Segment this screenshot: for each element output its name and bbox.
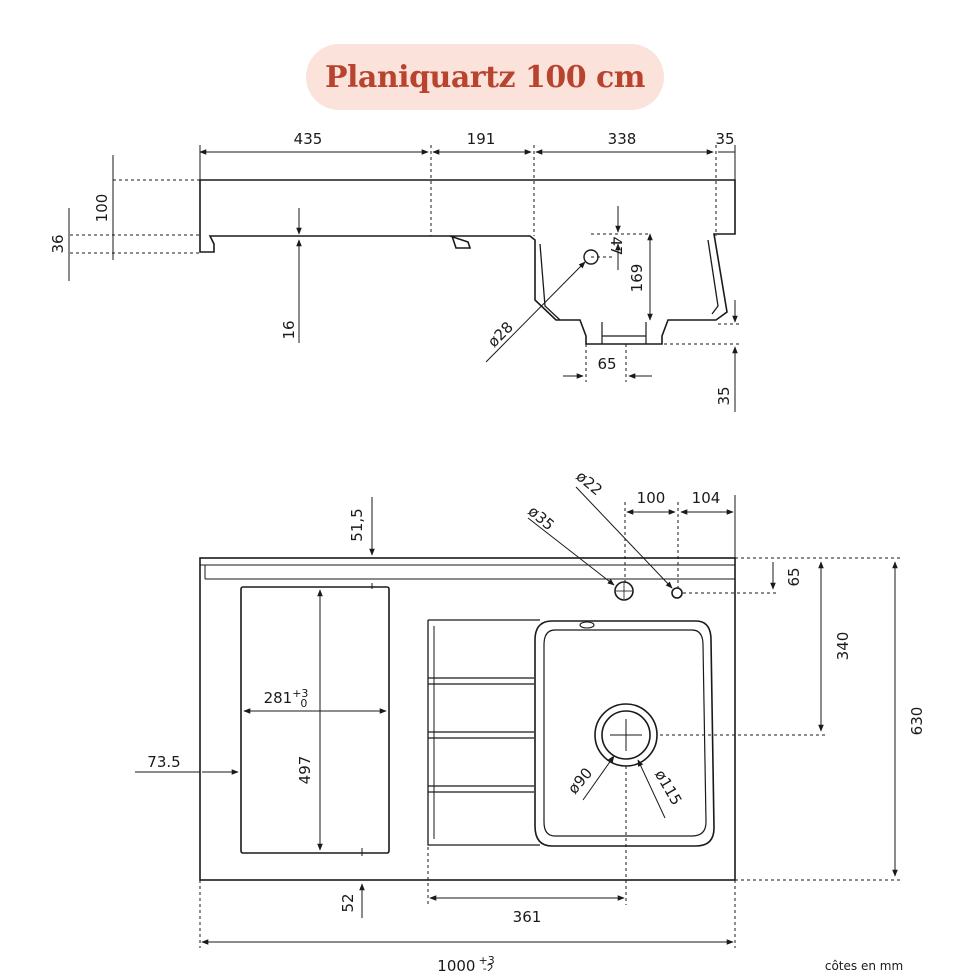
title-badge: Planiquartz 100 cm (306, 44, 664, 110)
dim-35-outlet: 35 (715, 386, 733, 405)
dim-hole-28: ø28 (484, 318, 517, 351)
page-title: Planiquartz 100 cm (324, 59, 646, 95)
drain-inner (601, 710, 651, 760)
bowl-outer (534, 620, 715, 847)
dim-281-tol2: 0 (300, 697, 307, 710)
dim-drain-115: ø115 (651, 767, 685, 809)
dim-1000: 1000 (437, 957, 475, 971)
dim-hole-35: ø35 (525, 502, 558, 534)
dim-hole-22: ø22 (573, 467, 606, 499)
dim-435: 435 (294, 130, 323, 148)
dim-497: 497 (296, 756, 314, 785)
side-bowl-inner (539, 239, 719, 321)
dim-100-side: 100 (93, 194, 111, 223)
dim-73-5: 73.5 (147, 753, 180, 771)
dim-104: 104 (692, 489, 721, 507)
plan-cutout (240, 586, 390, 854)
dim-630: 630 (908, 707, 926, 736)
dim-281: 281 (264, 689, 293, 707)
overflow-slot (579, 621, 595, 629)
dim-169: 169 (628, 264, 646, 293)
plan-countertop (199, 557, 736, 881)
dim-1000-tol2: -2 (483, 962, 494, 971)
dim-52: 52 (339, 893, 357, 912)
dim-65-outlet: 65 (597, 355, 616, 373)
side-slab-outline (199, 179, 736, 345)
side-view-labels: 435 191 338 35 100 36 16 47 169 ø28 65 3… (49, 130, 735, 406)
bowl-inner (543, 629, 707, 837)
dim-191: 191 (467, 130, 496, 148)
units-note: côtes en mm (825, 959, 903, 971)
dim-340: 340 (834, 632, 852, 661)
tap-hole-small (671, 587, 683, 599)
dim-338: 338 (608, 130, 637, 148)
dim-16: 16 (280, 320, 298, 339)
dim-36: 36 (49, 234, 67, 253)
dim-51-5: 51,5 (348, 508, 366, 541)
dim-drain-90: ø90 (564, 764, 596, 797)
dim-65-plan: 65 (785, 567, 803, 586)
dim-361: 361 (513, 908, 542, 926)
dim-47: 47 (607, 236, 625, 255)
plan-view-dimensions (135, 486, 902, 948)
side-outlet-inner (601, 322, 647, 344)
side-view (199, 179, 736, 345)
side-view-dimensions (68, 145, 742, 412)
dim-total-width: 1000+3-2 (437, 954, 494, 971)
dim-1000-tol: +3 (478, 954, 494, 967)
dim-100-plan: 100 (637, 489, 666, 507)
drainer (427, 619, 540, 846)
tap-hole-large (614, 581, 634, 601)
dim-281-tol: +3 (292, 687, 308, 700)
plan-view (199, 557, 736, 881)
dim-35-top: 35 (715, 130, 734, 148)
